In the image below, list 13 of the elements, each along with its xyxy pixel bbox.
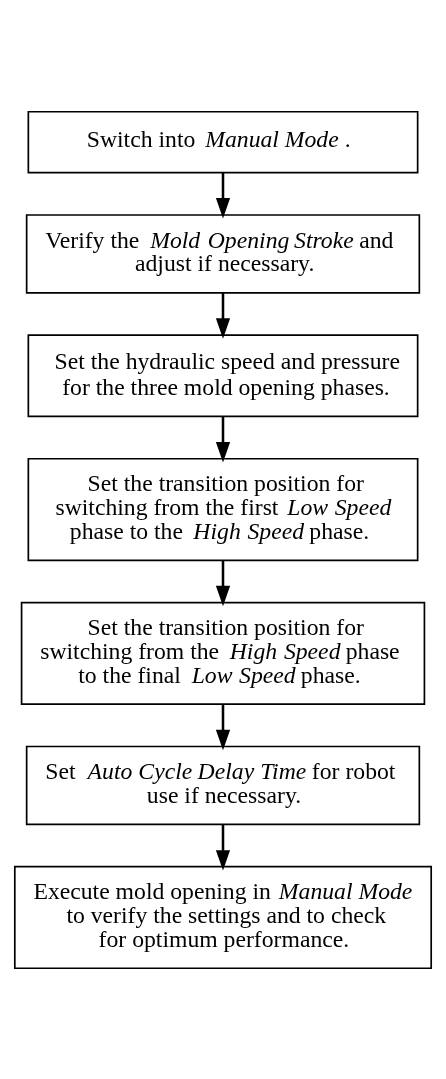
arrow xyxy=(215,292,231,339)
node-box: Execute mold opening in Manual Mode to verify the settings and to check for optimum performance. xyxy=(13,865,433,969)
node-box: Set Auto Cycle Delay Time for robot use if necessary. xyxy=(25,745,421,825)
arrow xyxy=(215,172,231,218)
node-box: Verify the Mold Opening Stroke and adjust if necessary. xyxy=(25,213,421,294)
node-box: Set the transition position for switching from the first Low Speed phase to the High Speed phase. xyxy=(27,457,419,561)
node-box: Set the hydraulic speed and pressure for the three mold opening phases. xyxy=(27,333,419,417)
arrow xyxy=(215,824,231,870)
arrow xyxy=(215,703,231,750)
node-box: Switch into Manual Mode. xyxy=(27,110,419,174)
arrow xyxy=(215,416,231,462)
node-box: Set the transition position for switching from the High Speed phase to the final Low Speed phase. xyxy=(20,601,426,705)
arrow xyxy=(215,559,231,606)
